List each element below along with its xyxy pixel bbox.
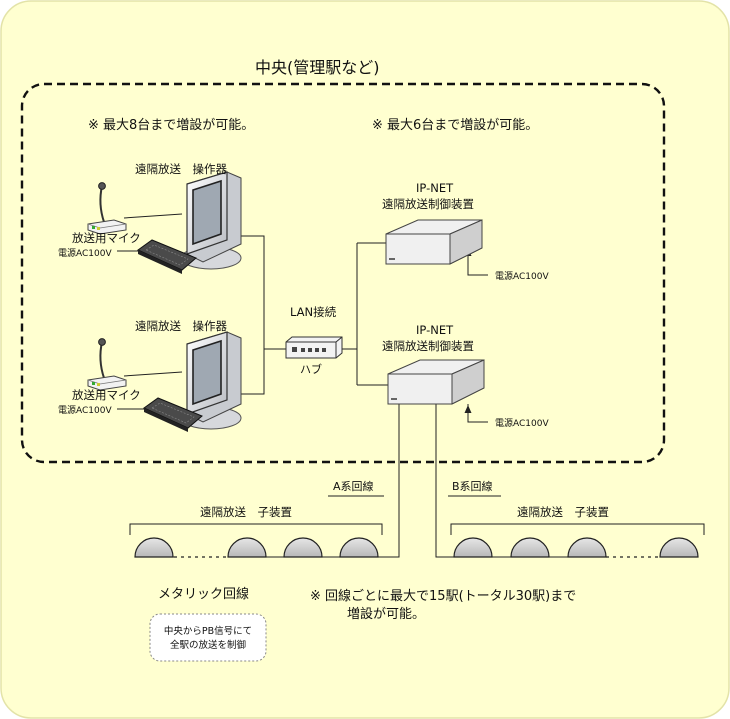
controller-label-name: 遠隔放送制御装置 [382, 339, 474, 353]
note-consoles: ※ 最大8台まで増設が可能。 [88, 117, 254, 133]
slave-label: 遠隔放送 子装置 [517, 505, 609, 519]
bubble-line-1: 中央からPB信号にて [164, 625, 252, 637]
power-label: 電源AC100V [495, 418, 549, 429]
hub-label: ハブ [300, 362, 322, 376]
note-lines-1: ※ 回線ごとに最大で15駅(トータル30駅)まで [310, 588, 576, 604]
slave-bracket [129, 523, 383, 535]
line-b-label: B系回線 [452, 479, 493, 493]
network-wiring [117, 213, 488, 558]
central-title: 中央(管理駅など) [255, 58, 380, 77]
note-lines-2: 増設が可能。 [347, 606, 425, 622]
mic-label: 放送用マイク [72, 231, 141, 245]
power-label: 電源AC100V [58, 405, 112, 416]
power-label: 電源AC100V [58, 248, 112, 259]
controller-label-model: IP-NET [416, 323, 454, 337]
line-a-label: A系回線 [333, 479, 374, 493]
info-bubble [149, 613, 267, 662]
metallic-label: メタリック回線 [158, 586, 249, 602]
controller-label-model: IP-NET [416, 181, 454, 195]
power-label: 電源AC100V [495, 271, 549, 282]
console-label: 遠隔放送 操作器 [135, 162, 227, 176]
monitor-icon [180, 171, 242, 270]
console-label: 遠隔放送 操作器 [135, 319, 227, 333]
note-controllers: ※ 最大6台まで増設が可能。 [372, 117, 538, 133]
controller-label-name: 遠隔放送制御装置 [382, 197, 474, 211]
mic-label: 放送用マイク [72, 388, 141, 402]
central-region [20, 82, 666, 464]
lan-label: LAN接続 [290, 305, 337, 319]
hub-icon [285, 336, 343, 359]
bubble-line-2: 全駅の放送を制御 [170, 639, 246, 651]
slave-label: 遠隔放送 子装置 [200, 505, 292, 519]
slave-bracket [450, 523, 705, 535]
